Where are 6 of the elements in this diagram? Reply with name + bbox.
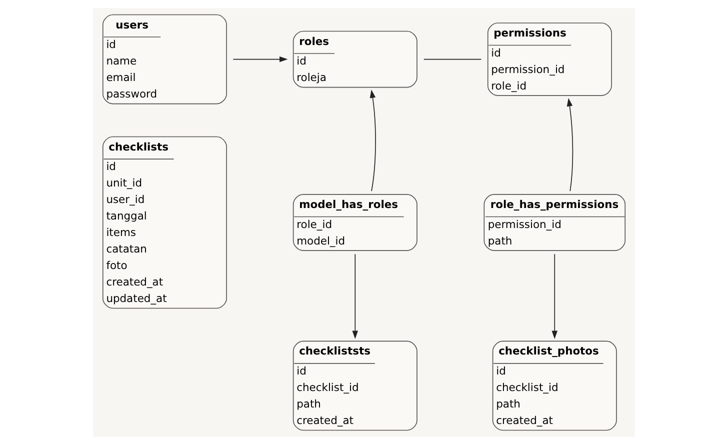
arrow	[551, 254, 558, 339]
arrow	[232, 56, 288, 62]
arrow	[369, 90, 376, 192]
connector	[423, 58, 482, 60]
arrow	[352, 254, 358, 339]
arrow	[566, 98, 573, 192]
